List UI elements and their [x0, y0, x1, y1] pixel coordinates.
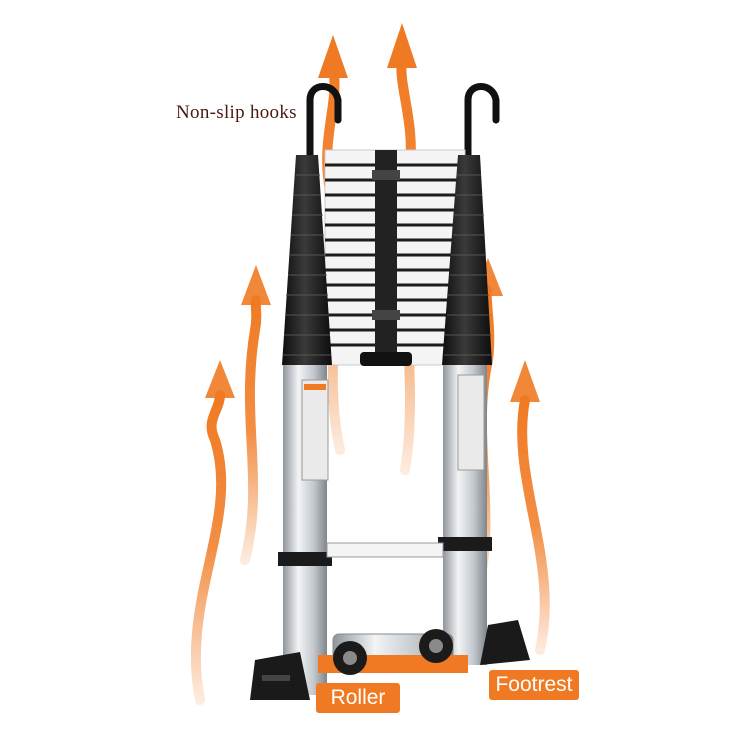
rung-stack	[324, 149, 466, 366]
up-arrow-icon	[510, 360, 550, 655]
foot-pad-icon	[480, 620, 530, 665]
hook-icon	[306, 83, 342, 164]
up-arrow-icon	[190, 360, 235, 705]
right-rail	[438, 155, 492, 665]
wheel-icon	[333, 641, 367, 675]
roller-tag: Roller	[316, 683, 400, 713]
hooks-caption: Non-slip hooks	[176, 102, 297, 123]
up-arrow-icon	[240, 265, 271, 565]
foot-pad-icon	[250, 652, 310, 700]
roller-assembly	[318, 629, 468, 675]
wheel-icon	[419, 629, 453, 663]
left-rail	[278, 155, 332, 695]
footrest-tag: Footrest	[489, 670, 579, 700]
hook-icon	[464, 83, 500, 164]
lower-rung	[326, 542, 444, 558]
